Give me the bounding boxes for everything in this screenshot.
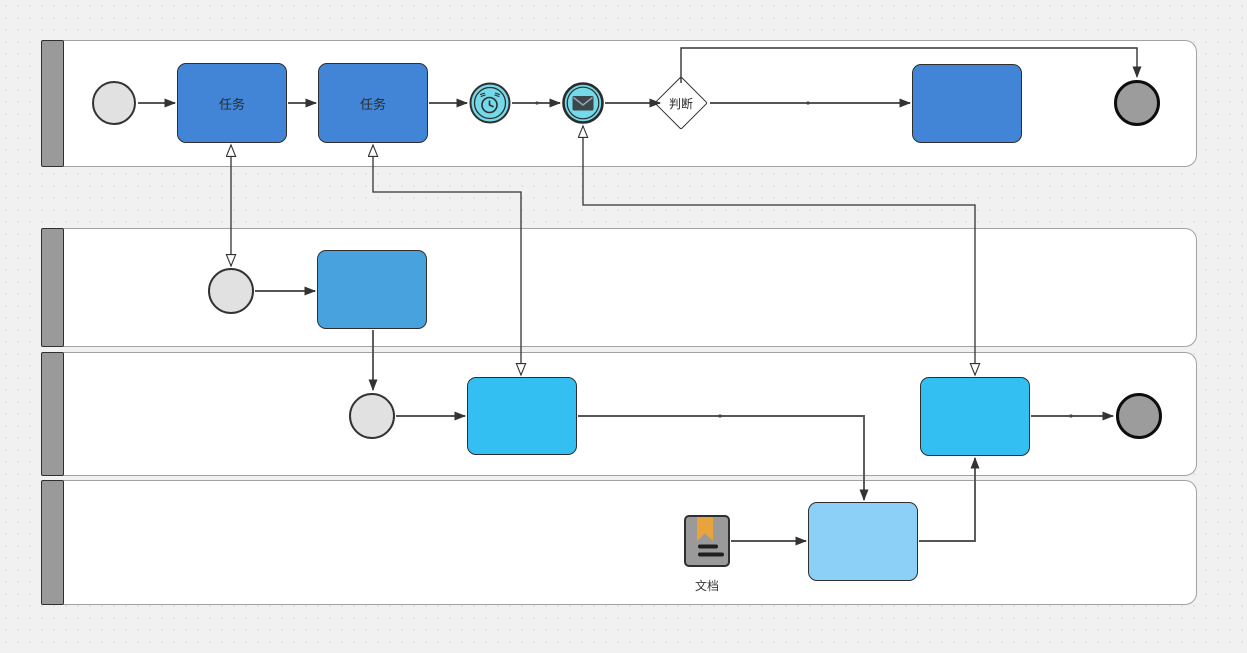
task-6[interactable] bbox=[920, 377, 1030, 456]
lane-4-header[interactable] bbox=[41, 480, 64, 605]
task-5[interactable] bbox=[467, 377, 577, 455]
start-event-1[interactable] bbox=[92, 81, 136, 125]
flow-gateway-end1[interactable] bbox=[680, 47, 1142, 83]
task-2-label: 任务 bbox=[359, 97, 386, 113]
timer-intermediate-event[interactable] bbox=[469, 82, 511, 124]
envelope-icon bbox=[562, 82, 604, 124]
flow-task5-task7[interactable] bbox=[578, 415, 869, 501]
task-4[interactable] bbox=[317, 250, 427, 329]
gateway-decision-label: 判断 bbox=[668, 96, 693, 111]
lane-1-header[interactable] bbox=[41, 40, 64, 167]
end-event-2[interactable] bbox=[1116, 393, 1162, 439]
message-flow-message-task6[interactable] bbox=[583, 126, 975, 375]
lane-3-header[interactable] bbox=[41, 352, 64, 476]
task-7[interactable] bbox=[808, 502, 918, 581]
flow-task7-task6[interactable] bbox=[919, 457, 980, 542]
document-icon bbox=[684, 515, 730, 567]
end-event-1[interactable] bbox=[1114, 80, 1160, 126]
start-event-3[interactable] bbox=[349, 393, 395, 439]
message-intermediate-event[interactable] bbox=[562, 82, 604, 124]
task-1-label: 任务 bbox=[218, 97, 245, 113]
document-object[interactable] bbox=[684, 515, 730, 567]
task-1[interactable]: 任务 bbox=[177, 63, 287, 143]
lane-2-header[interactable] bbox=[41, 228, 64, 347]
clock-icon bbox=[469, 82, 511, 124]
document-label: 文档 bbox=[694, 579, 719, 593]
task-2[interactable]: 任务 bbox=[318, 63, 428, 143]
lane-4 bbox=[41, 480, 1197, 605]
start-event-2[interactable] bbox=[208, 268, 254, 314]
message-flow-task2-task5[interactable] bbox=[373, 145, 521, 375]
lane-4-body bbox=[62, 480, 1197, 605]
task-3[interactable] bbox=[912, 64, 1022, 143]
